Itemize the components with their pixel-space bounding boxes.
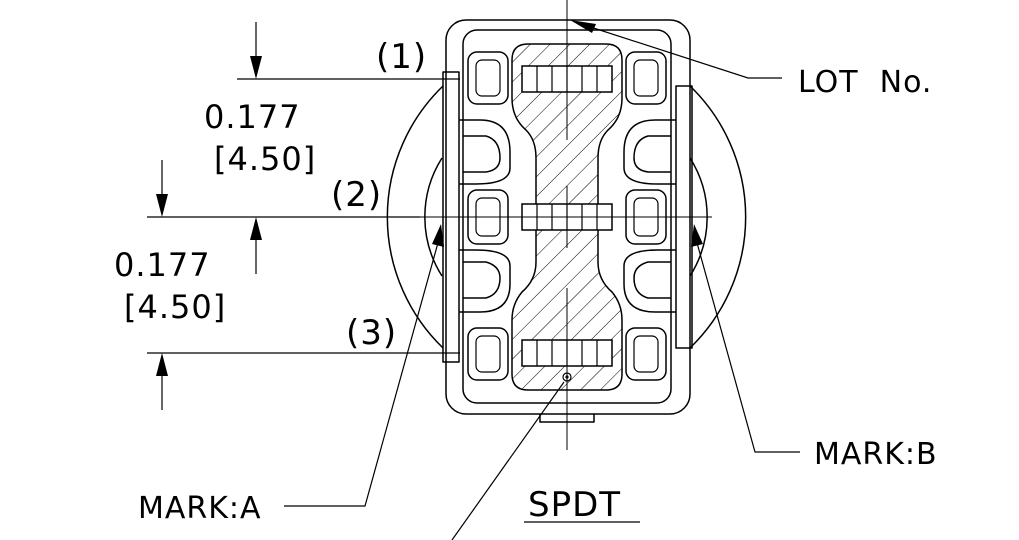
dim-arrow-2 <box>156 194 168 217</box>
mark-a-leader <box>284 231 442 507</box>
bushing-circle-right <box>689 85 747 349</box>
right-flange <box>675 85 693 349</box>
mark-b-label: MARK:B <box>814 437 938 472</box>
pitch-lower-mm: [4.50] <box>124 288 226 326</box>
pad-left-3 <box>467 327 509 381</box>
right-rail-lower <box>623 249 676 313</box>
mark-b-arrow <box>691 224 703 247</box>
terminal-label-2: (2) <box>331 175 382 215</box>
right-notch-upper <box>633 135 671 173</box>
pad-left-1 <box>467 51 509 105</box>
left-rail-lower <box>459 249 511 313</box>
left-flange <box>442 71 460 363</box>
right-notch-lower <box>633 261 671 299</box>
left-notch-upper <box>463 135 501 173</box>
right-rail <box>623 119 676 185</box>
pitch-upper-inch: 0.177 <box>204 98 301 136</box>
pitch-upper-mm: [4.50] <box>214 140 316 178</box>
spdt-title: SPDT <box>528 485 621 525</box>
lot-leader <box>574 21 782 79</box>
terminal-label-3: (3) <box>346 313 397 353</box>
mark-a-arrow <box>432 224 444 247</box>
left-notch-lower <box>463 261 501 299</box>
dot-leader <box>451 381 565 540</box>
lot-number-label: LOT No. <box>798 65 932 100</box>
dim-arrow-3 <box>250 217 262 240</box>
pad-right-3 <box>625 327 667 381</box>
dim-arrow-1 <box>250 56 262 79</box>
pad-right-1 <box>625 51 667 105</box>
mark-b-leader <box>693 231 800 453</box>
terminal-label-1: (1) <box>376 37 427 77</box>
dim-arrow-4 <box>156 353 168 376</box>
left-rail <box>459 119 511 185</box>
pitch-lower-inch: 0.177 <box>114 246 211 284</box>
mark-a-label: MARK:A <box>138 491 262 526</box>
lot-arrow <box>570 20 596 33</box>
